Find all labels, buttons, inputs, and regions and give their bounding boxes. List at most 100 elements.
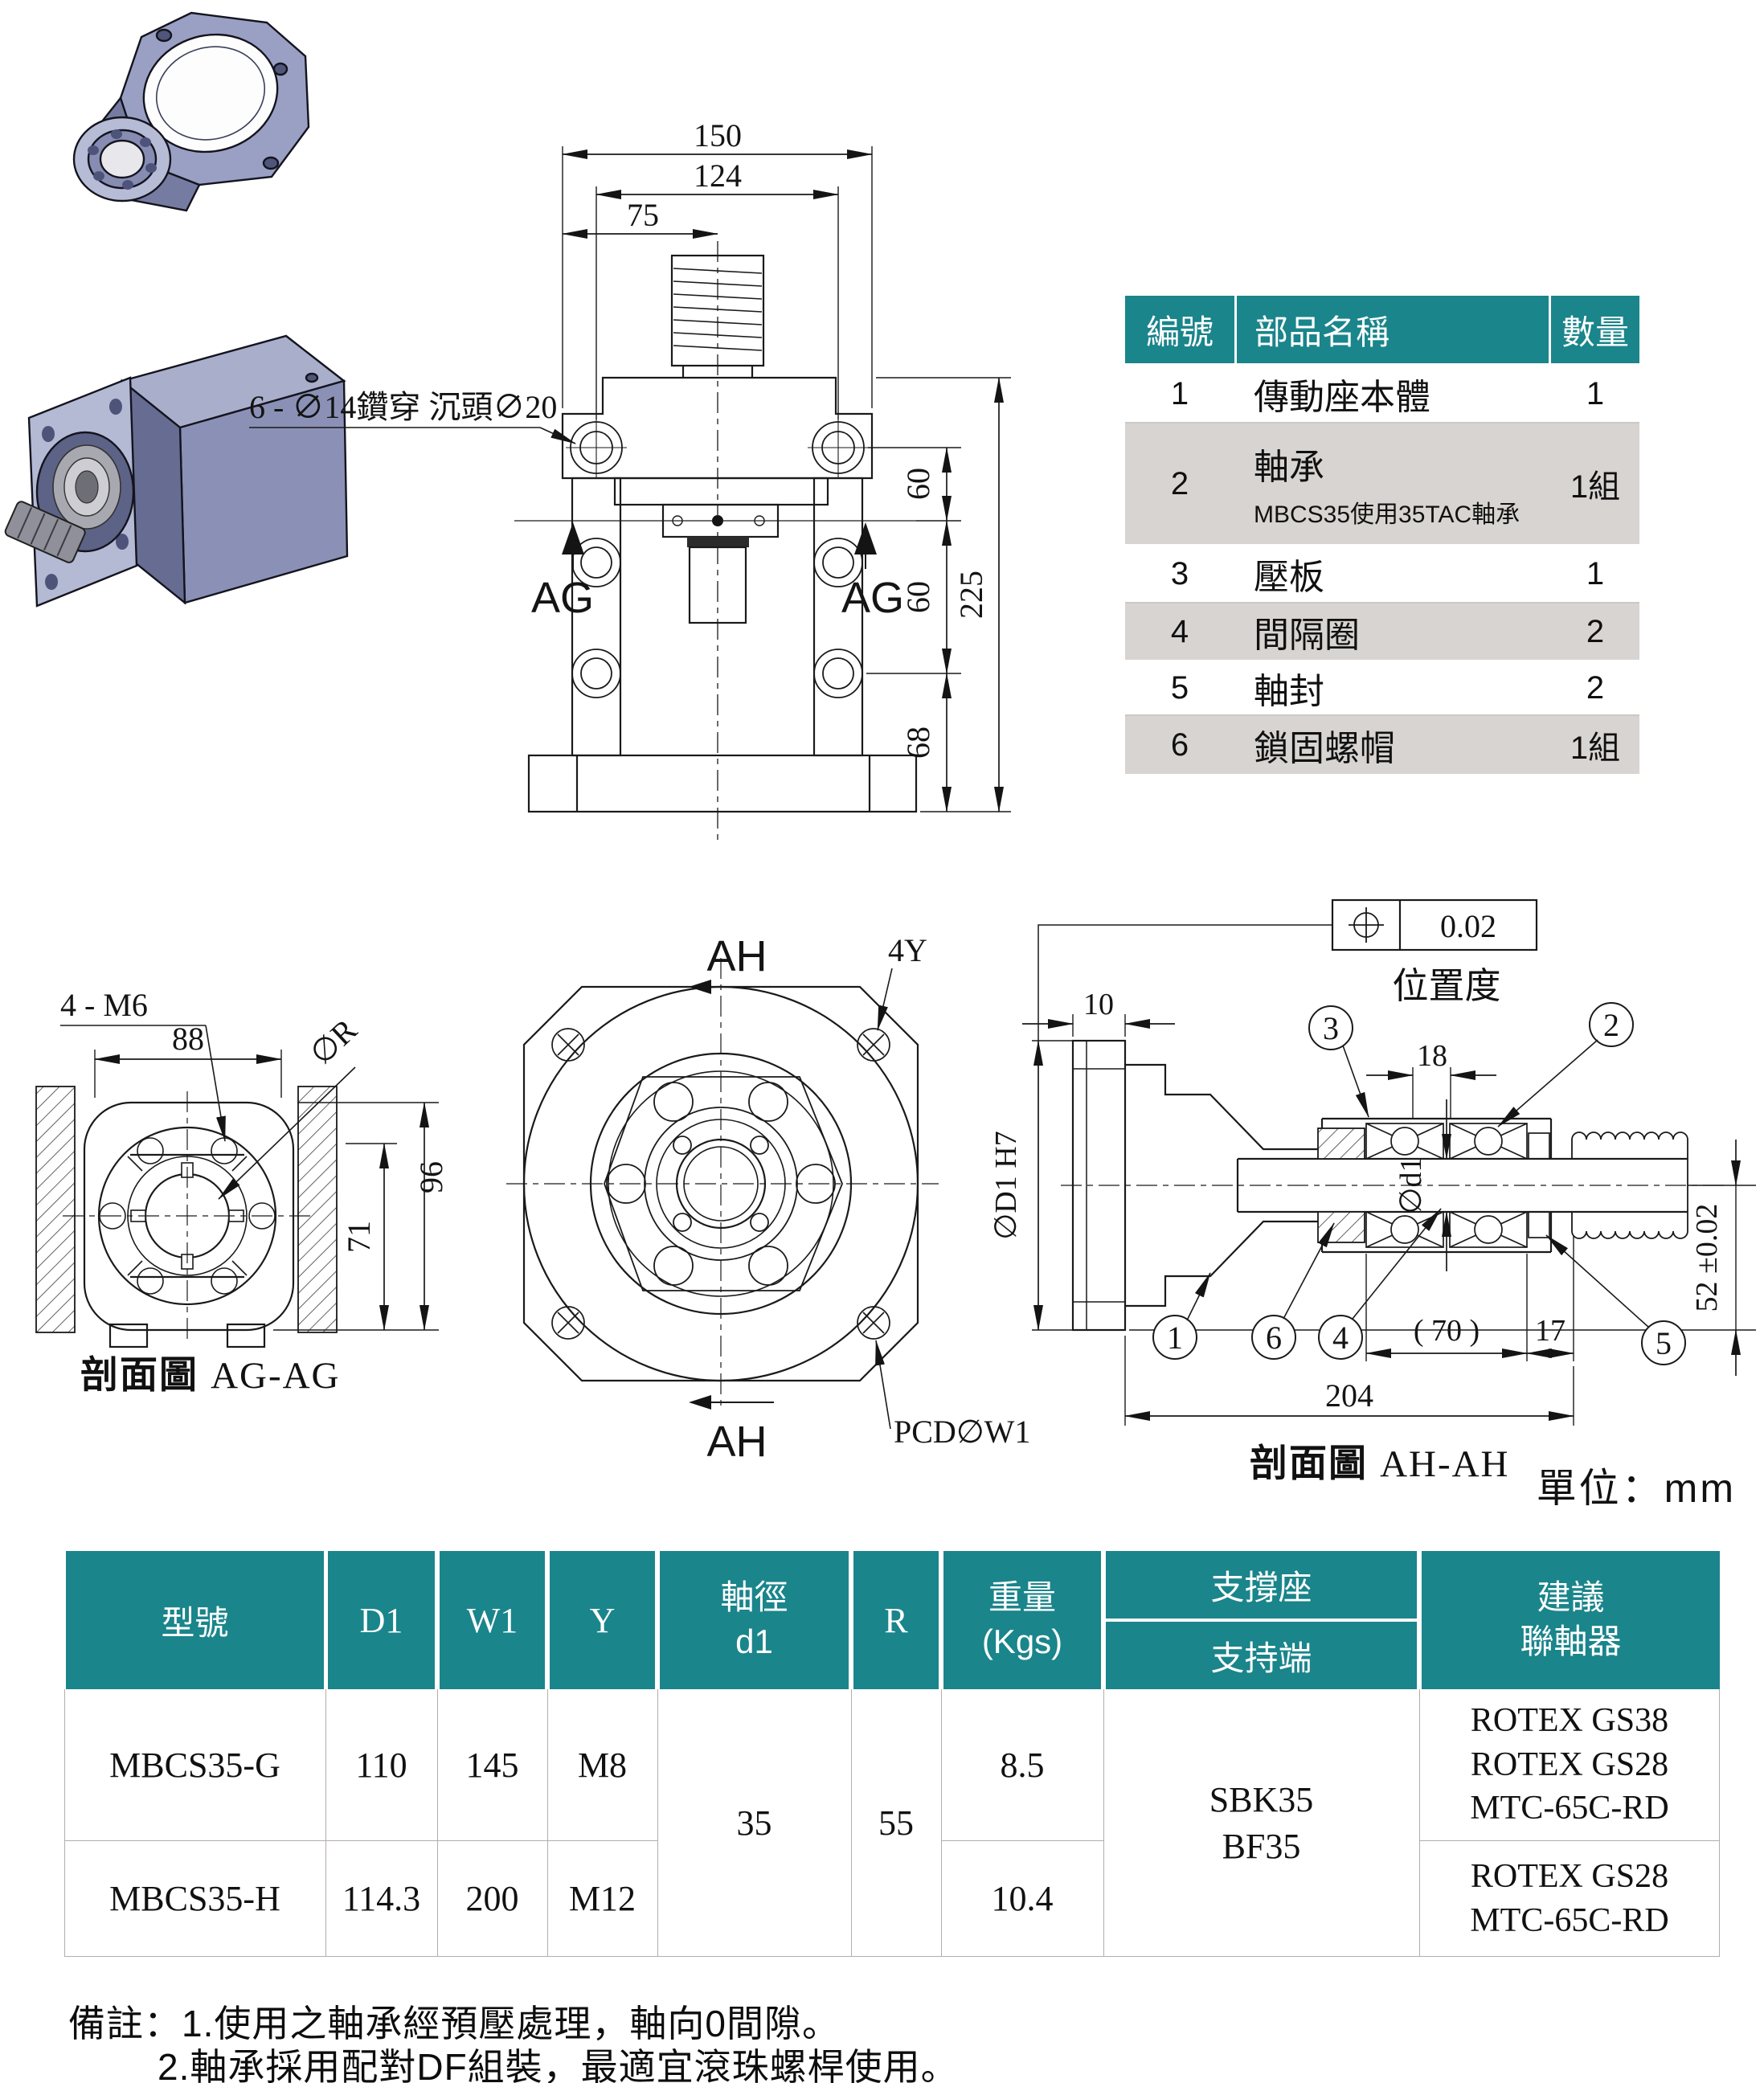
ag-caption-cjk: 剖面圖 xyxy=(80,1353,199,1396)
dim-17: 17 xyxy=(1535,1314,1565,1348)
spec-header-shaft-dia: 軸徑 d1 xyxy=(660,1551,849,1689)
note-line-1: 備註：1.使用之軸承經預壓處理，軸向0間隙。 xyxy=(68,2003,840,2044)
dim-96: 96 xyxy=(413,1161,449,1193)
parts-no: 5 xyxy=(1170,669,1189,706)
ah-front-view-drawing xyxy=(506,958,939,1430)
spec-support-merged: SBK35 BF35 xyxy=(1209,1780,1314,1866)
parts-row: 5 軸封 2 xyxy=(1125,661,1639,716)
callout-5: 5 xyxy=(1656,1325,1672,1361)
spec-y-g: M8 xyxy=(577,1745,628,1785)
parts-name: 間隔圈 xyxy=(1254,616,1360,655)
parts-no: 3 xyxy=(1170,555,1189,591)
callout-2: 2 xyxy=(1603,1007,1619,1043)
section-marker-ah-top: AH xyxy=(706,932,767,980)
shaft-label: ∅d1 xyxy=(1394,1156,1428,1213)
spec-model-g: MBCS35-G xyxy=(109,1745,280,1785)
dim-88: 88 xyxy=(172,1021,204,1057)
spec-header-d1: D1 xyxy=(328,1551,435,1689)
parts-qty: 2 xyxy=(1586,613,1605,649)
dim-18: 18 xyxy=(1417,1039,1447,1073)
tap-note: 4 - M6 xyxy=(60,987,148,1023)
ag-caption-code: AG-AG xyxy=(211,1355,341,1397)
dim-150: 150 xyxy=(694,117,742,153)
ah-front-view-labels: AH AH 4Y PCD∅W1 xyxy=(706,932,1030,1466)
section-marker-ah-bottom: AH xyxy=(706,1418,767,1466)
ah-caption-cjk: 剖面圖 xyxy=(1250,1442,1368,1484)
parts-row: 4 間隔圈 2 xyxy=(1125,604,1639,661)
parts-name: 鎖固螺帽 xyxy=(1254,729,1395,768)
pcd-label: PCD∅W1 xyxy=(894,1414,1030,1450)
corner-hole-label: 4Y xyxy=(888,932,927,968)
ah-section-labels: 0.02 10 18 ∅D1 H7 ∅d1 ( 70 ) 17 204 52 ±… xyxy=(989,908,1724,1414)
spec-coupling-g: ROTEX GS38 ROTEX GS28 MTC-65C-RD xyxy=(1470,1702,1669,1827)
spec-d1-g: 110 xyxy=(355,1745,407,1785)
parts-header-no: 編號 xyxy=(1125,296,1237,363)
parts-row: 3 壓板 1 xyxy=(1125,546,1639,604)
spec-model-h: MBCS35-H xyxy=(109,1879,280,1918)
parts-header-qty: 數量 xyxy=(1551,296,1639,363)
section-marker-ag-left: AG xyxy=(531,574,594,622)
spec-shaft-dia-merged: 35 xyxy=(736,1803,772,1843)
spec-header-r: R xyxy=(853,1551,939,1689)
spec-r-merged: 55 xyxy=(878,1803,914,1843)
dim-75: 75 xyxy=(627,197,659,233)
parts-qty: 1 xyxy=(1586,375,1605,411)
spec-coupling-h: ROTEX GS28 MTC-65C-RD xyxy=(1470,1857,1669,1939)
spec-header-y: Y xyxy=(550,1551,655,1689)
spec-header-model: 型號 xyxy=(66,1551,324,1689)
spec-header-coupling: 建議 聯軸器 xyxy=(1422,1551,1720,1689)
spec-header-support: 支撐座 xyxy=(1106,1551,1417,1619)
parts-no: 1 xyxy=(1170,375,1189,411)
parts-name-sub: MBCS35使用35TAC軸承 xyxy=(1254,501,1520,528)
ag-section-drawing xyxy=(35,1025,439,1348)
parts-qty: 1 xyxy=(1586,555,1605,591)
spec-table: 型號 D1 W1 Y 軸徑 d1 R 重量 (Kgs) 支撐座 支持端 建議 聯… xyxy=(64,1551,1720,1957)
parts-name: 壓板 xyxy=(1254,558,1324,597)
spec-header-support-end: 支持端 xyxy=(1106,1622,1417,1689)
parts-qty: 2 xyxy=(1586,669,1605,706)
ah-caption-code: AH-AH xyxy=(1380,1443,1510,1485)
dim-204: 204 xyxy=(1325,1377,1373,1414)
dim-68: 68 xyxy=(900,726,936,759)
spec-w1-g: 145 xyxy=(465,1745,519,1785)
callout-4: 4 xyxy=(1332,1320,1349,1356)
spec-header-weight: 重量 (Kgs) xyxy=(943,1551,1101,1689)
parts-no: 4 xyxy=(1170,613,1189,649)
ah-section-caption: 剖面圖 AH-AH xyxy=(1250,1432,1509,1488)
parts-header-name: 部品名稱 xyxy=(1237,296,1551,363)
spec-d1-h: 114.3 xyxy=(342,1879,421,1918)
dim-225: 225 xyxy=(953,571,989,619)
dim-60-lower: 60 xyxy=(900,581,936,613)
parts-no: 2 xyxy=(1170,465,1189,501)
tolerance-name: 位置度 xyxy=(1392,965,1501,1006)
callout-3: 3 xyxy=(1323,1010,1339,1046)
parts-qty: 1組 xyxy=(1570,730,1621,766)
radius-label: ∅R xyxy=(303,1011,364,1071)
parts-qty: 1組 xyxy=(1570,469,1621,505)
ah-section-drawing xyxy=(1022,898,1756,1426)
parts-no: 6 xyxy=(1170,726,1189,763)
dim-60-upper: 60 xyxy=(900,468,936,500)
unit-note: 單位：mm xyxy=(1536,1466,1736,1511)
parts-name: 軸封 xyxy=(1254,672,1324,711)
iso-render-bracket xyxy=(72,11,310,212)
parts-row: 2 軸承 MBCS35使用35TAC軸承 1組 xyxy=(1125,424,1639,546)
spec-y-h: M12 xyxy=(568,1879,636,1918)
parts-table: 編號 部品名稱 數量 1 傳動座本體 1 2 軸承 MBCS35使用35TAC軸… xyxy=(1125,296,1639,774)
counterbore-note: 6 - ∅14鑽穿 沉頭∅20 xyxy=(249,389,557,425)
section-marker-ag-right: AG xyxy=(841,574,904,622)
dim-124: 124 xyxy=(694,158,742,194)
parts-row: 1 傳動座本體 1 xyxy=(1125,366,1639,424)
front-view-labels: 150 124 75 60 60 68 225 6 - ∅14鑽穿 沉頭∅20 … xyxy=(249,117,989,759)
note-line-2: 2.軸承採用配對DF組裝，最適宜滾珠螺桿使用。 xyxy=(158,2046,959,2083)
spec-w1-h: 200 xyxy=(465,1879,519,1918)
tolerance-value: 0.02 xyxy=(1440,908,1496,944)
dim-70: ( 70 ) xyxy=(1414,1314,1480,1348)
parts-name: 軸承 xyxy=(1254,448,1324,487)
ag-section-labels: 4 - M6 88 ∅R 71 96 xyxy=(60,987,449,1253)
dim-52: 52 ±0.02 xyxy=(1690,1204,1724,1312)
iso-render-cutaway xyxy=(4,334,349,608)
dim-71: 71 xyxy=(341,1221,377,1253)
